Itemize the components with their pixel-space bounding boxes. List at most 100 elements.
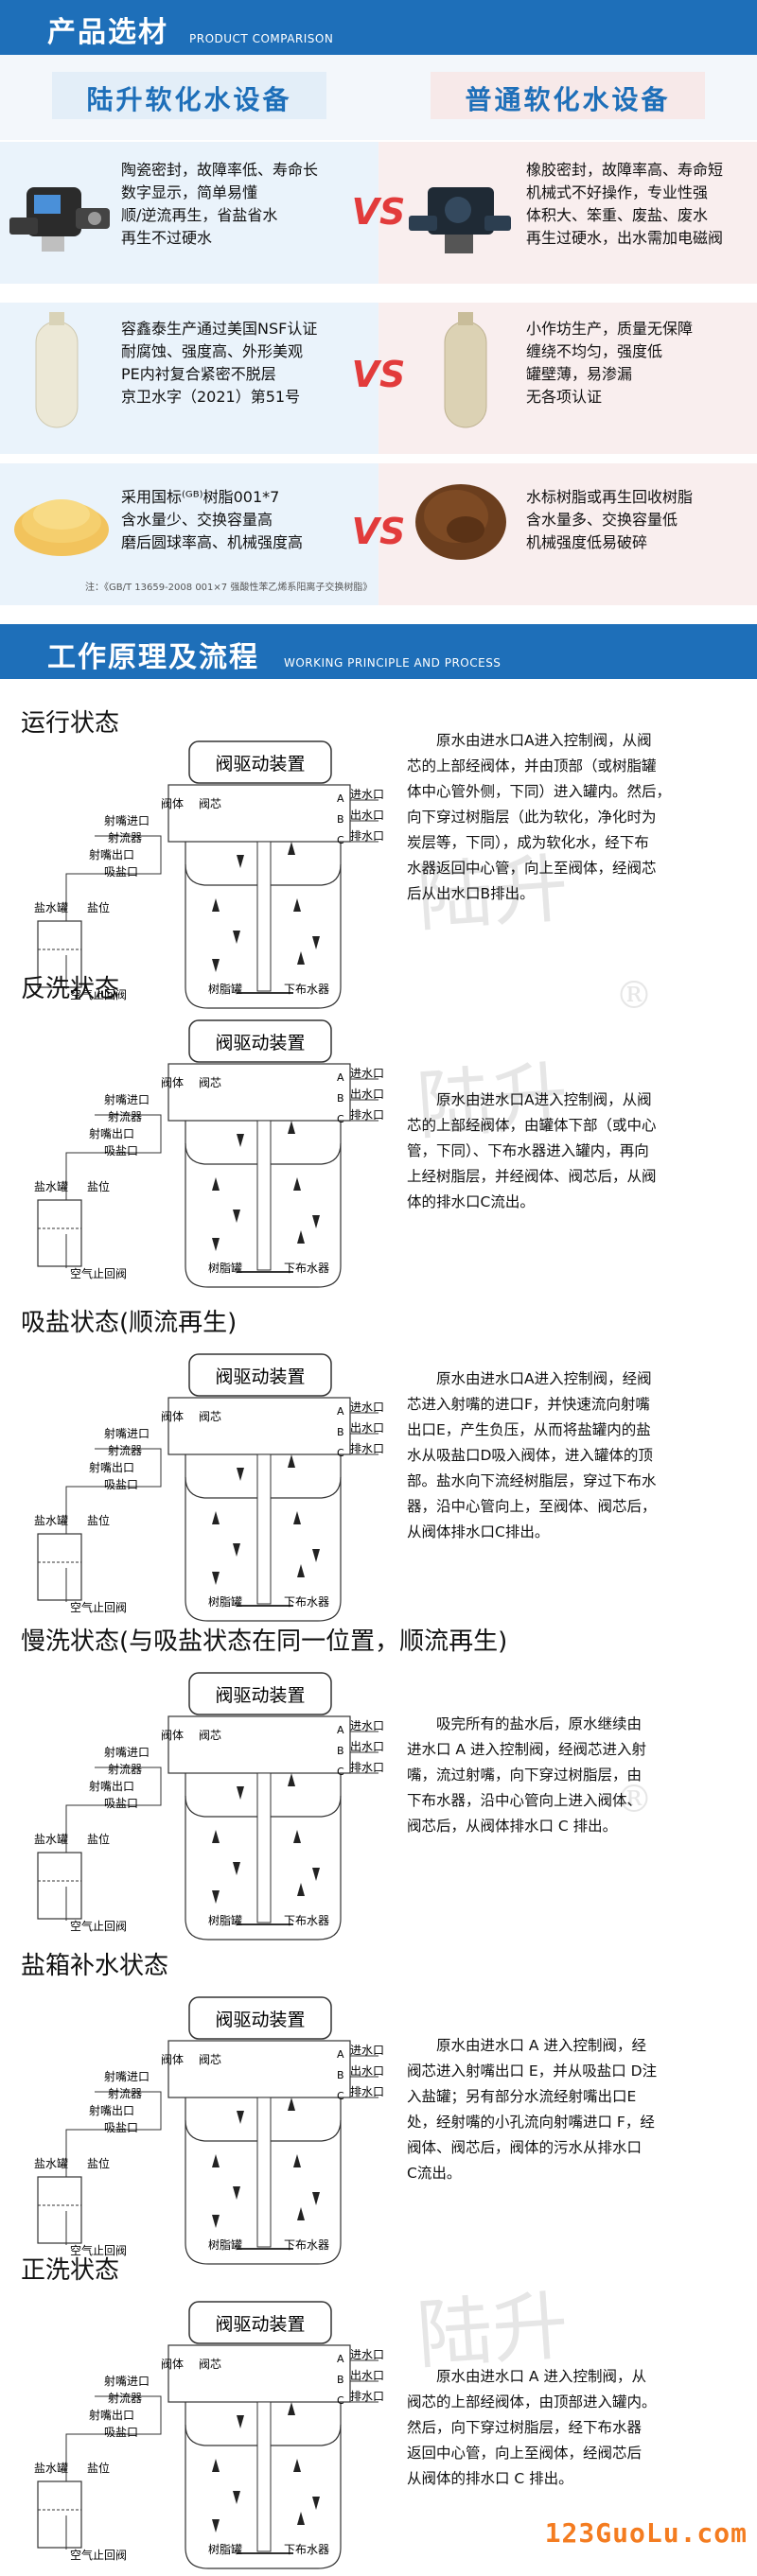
- diagram-label-ejector: 射流器: [108, 1109, 142, 1123]
- diagram-label-inlet: 进水口: [350, 2348, 384, 2361]
- port-letter-c: C: [337, 2394, 344, 2407]
- description-line: 从阀体的排水口 C 排出。: [407, 2470, 573, 2487]
- diagram-label-ejector: 射流器: [108, 2391, 142, 2405]
- section-title-en: PRODUCT COMPARISON: [189, 32, 334, 45]
- diagram-label-air-check: 空气止回阀: [70, 987, 127, 1001]
- diagram-label-resin-tank: 树脂罐: [208, 2237, 242, 2252]
- valve-driver-label: 阀驱动装置: [215, 1685, 305, 1706]
- port-letter-a: A: [337, 2353, 344, 2365]
- row2-right-bg: [378, 303, 757, 454]
- diagram-label-outlet: 出水口: [350, 2369, 384, 2382]
- state-title: 正洗状态: [21, 2256, 120, 2285]
- state-title: 慢洗状态(与吸盐状态在同一位置，顺流再生): [21, 1627, 508, 1656]
- diagram-label-inlet: 进水口: [350, 1719, 384, 1732]
- state-title: 吸盐状态(顺流再生): [21, 1309, 238, 1337]
- diagram-label-valve-core: 阀芯: [199, 1076, 221, 1089]
- vs-label-row2: VS: [351, 354, 406, 395]
- state-description: 原水由进水口 A 进入控制阀，从阀芯的上部经阀体，由顶部进入罐内。然后，向下穿过…: [407, 2364, 729, 2492]
- port-letter-c: C: [337, 1766, 344, 1778]
- diagram-label-valve-core: 阀芯: [199, 1729, 221, 1742]
- description-line: 后从出水口B排出。: [407, 885, 535, 902]
- state-description: 吸完所有的盐水后，原水继续由进水口 A 进入控制阀，经阀芯进入射嘴，流过射嘴，向…: [407, 1712, 729, 1839]
- diagram-label-outlet: 出水口: [350, 1088, 384, 1101]
- row3-left-text: 采用国标⁽ᴳᴮ⁾树脂001*7 含水量少、交换容量高 磨后圆球率高、机械强度高: [121, 488, 304, 551]
- diagram-label-brine-port: 吸盐口: [104, 1144, 138, 1157]
- diagram-label-valve-body: 阀体: [161, 2358, 184, 2371]
- diagram-label-drain: 排水口: [350, 1108, 384, 1122]
- description-line: 水器返回中心管，向上至阀体，经阀芯: [407, 860, 657, 877]
- description-line: 原水由进水口A进入控制阀，从阀: [436, 732, 652, 749]
- port-letter-a: A: [337, 2048, 344, 2061]
- diagram-label-inlet: 进水口: [350, 788, 384, 801]
- diagram-label-air-check: 空气止回阀: [70, 1919, 127, 1933]
- valve-driver-label: 阀驱动装置: [215, 1033, 305, 1053]
- resin-standard-note: 注：《GB/T 13659-2008 001×7 强酸性苯乙烯系阳离子交换树脂》: [85, 583, 373, 593]
- description-line: 炭层等，下同），成为软化水，经下布: [407, 834, 649, 851]
- diagram-label-valve-core: 阀芯: [199, 797, 221, 810]
- port-letter-b: B: [337, 1745, 344, 1757]
- diagram-label-valve-body: 阀体: [161, 1410, 184, 1423]
- diagram-label-brine-tank: 盐水罐: [34, 901, 68, 914]
- description-line: 上经树脂层，并经阀体、阀芯后，从阀: [407, 1168, 657, 1185]
- diagram-label-salt-level: 盐位: [87, 2461, 110, 2475]
- diagram-label-air-check: 空气止回阀: [70, 1600, 127, 1614]
- port-letter-b: B: [337, 2374, 344, 2386]
- left-column-header: 陆升软化水设备: [86, 84, 292, 115]
- description-line: 原水由进水口 A 进入控制阀，经: [436, 2037, 646, 2054]
- diagram-label-valve-core: 阀芯: [199, 1410, 221, 1423]
- diagram-label-brine-tank: 盐水罐: [34, 1180, 68, 1193]
- diagram-label-ejector: 射流器: [108, 1762, 142, 1776]
- vs-label-row1: VS: [351, 191, 406, 233]
- state-description: 原水由进水口A进入控制阀，从阀芯的上部经阀体，并由顶部（或树脂罐体中心管外侧，下…: [407, 728, 729, 907]
- process-diagram: 阀驱动装置阀体阀芯进水口出水口排水口射嘴进口射流器射嘴出口吸盐口盐水罐盐位空气止…: [34, 1996, 384, 2265]
- recycled-resin-image: [415, 484, 506, 560]
- diagram-label-resin-tank: 树脂罐: [208, 2542, 242, 2556]
- diagram-label-salt-level: 盐位: [87, 900, 110, 914]
- description-line: 阀体、阀芯后，阀体的污水从排水口: [407, 2139, 643, 2156]
- description-line: 处，经射嘴的小孔流向射嘴进口 F，经: [407, 2114, 655, 2131]
- process-diagram: 阀驱动装置阀体阀芯进水口出水口排水口射嘴进口射流器射嘴出口吸盐口盐水罐盐位空气止…: [34, 1672, 384, 1941]
- port-letter-c: C: [337, 1113, 344, 1125]
- diagram-label-drain: 排水口: [350, 2390, 384, 2403]
- description-line: 阀芯后，从阀体排水口 C 排出。: [407, 1818, 618, 1835]
- diagram-label-drain: 排水口: [350, 2085, 384, 2098]
- left-header-box: [52, 72, 326, 119]
- port-letter-b: B: [337, 813, 344, 826]
- diagram-label-resin-tank: 树脂罐: [208, 1594, 242, 1609]
- diagram-label-lower-dist: 下布水器: [284, 1262, 329, 1275]
- diagram-label-air-check: 空气止回阀: [70, 2548, 127, 2562]
- port-letter-b: B: [337, 2069, 344, 2081]
- diagram-label-nozzle-inlet: 射嘴进口: [104, 2069, 150, 2083]
- diagram-label-ejector: 射流器: [108, 1443, 142, 1457]
- frp-tank-image: [35, 312, 79, 428]
- diagram-label-nozzle-outlet: 射嘴出口: [89, 1460, 134, 1474]
- description-line: 然后，向下穿过树脂层，经下布水器: [407, 2419, 643, 2436]
- description-line: 器，沿中心管向上，至阀体、阀芯后，: [407, 1498, 657, 1515]
- diagram-label-valve-core: 阀芯: [199, 2358, 221, 2371]
- watermark-registered-mark: ®: [615, 974, 653, 1018]
- valve-driver-label: 阀驱动装置: [215, 2010, 305, 2030]
- description-line: 芯的上部经阀体，由罐体下部（或中心: [407, 1117, 657, 1134]
- port-letter-a: A: [337, 792, 344, 805]
- diagram-label-nozzle-outlet: 射嘴出口: [89, 1779, 134, 1793]
- row1-left-text: 陶瓷密封，故障率低、寿命长 数字显示，简单易懂 顺/逆流再生，省盐省水 再生不过…: [121, 161, 319, 247]
- diagram-label-drain: 排水口: [350, 1442, 384, 1455]
- diagram-label-brine-tank: 盐水罐: [34, 2157, 68, 2170]
- diagram-label-nozzle-outlet: 射嘴出口: [89, 1126, 134, 1140]
- port-letter-a: A: [337, 1724, 344, 1736]
- section2-title-cn: 工作原理及流程: [47, 641, 259, 674]
- port-letter-b: B: [337, 1092, 344, 1105]
- state-description: 原水由进水口A进入控制阀，从阀芯的上部经阀体，由罐体下部（或中心管，下同）、下布…: [407, 1088, 729, 1215]
- rubber-valve-image: [409, 187, 511, 253]
- diagram-label-drain: 排水口: [350, 1761, 384, 1774]
- diagram-label-resin-tank: 树脂罐: [208, 982, 242, 996]
- diagram-label-outlet: 出水口: [350, 2064, 384, 2078]
- description-line: 入盐罐；另有部分水流经射嘴出口E: [407, 2088, 637, 2105]
- section2-title-en: WORKING PRINCIPLE AND PROCESS: [284, 656, 502, 670]
- port-letter-a: A: [337, 1405, 344, 1418]
- diagram-label-brine-tank: 盐水罐: [34, 2462, 68, 2475]
- product-comparison-banner: 产品选材 PRODUCT COMPARISON: [0, 0, 757, 55]
- diagram-label-nozzle-inlet: 射嘴进口: [104, 813, 150, 827]
- diagram-label-lower-dist: 下布水器: [284, 2543, 329, 2556]
- description-line: 向下穿过树脂层（此为软化，净化时为: [407, 809, 657, 826]
